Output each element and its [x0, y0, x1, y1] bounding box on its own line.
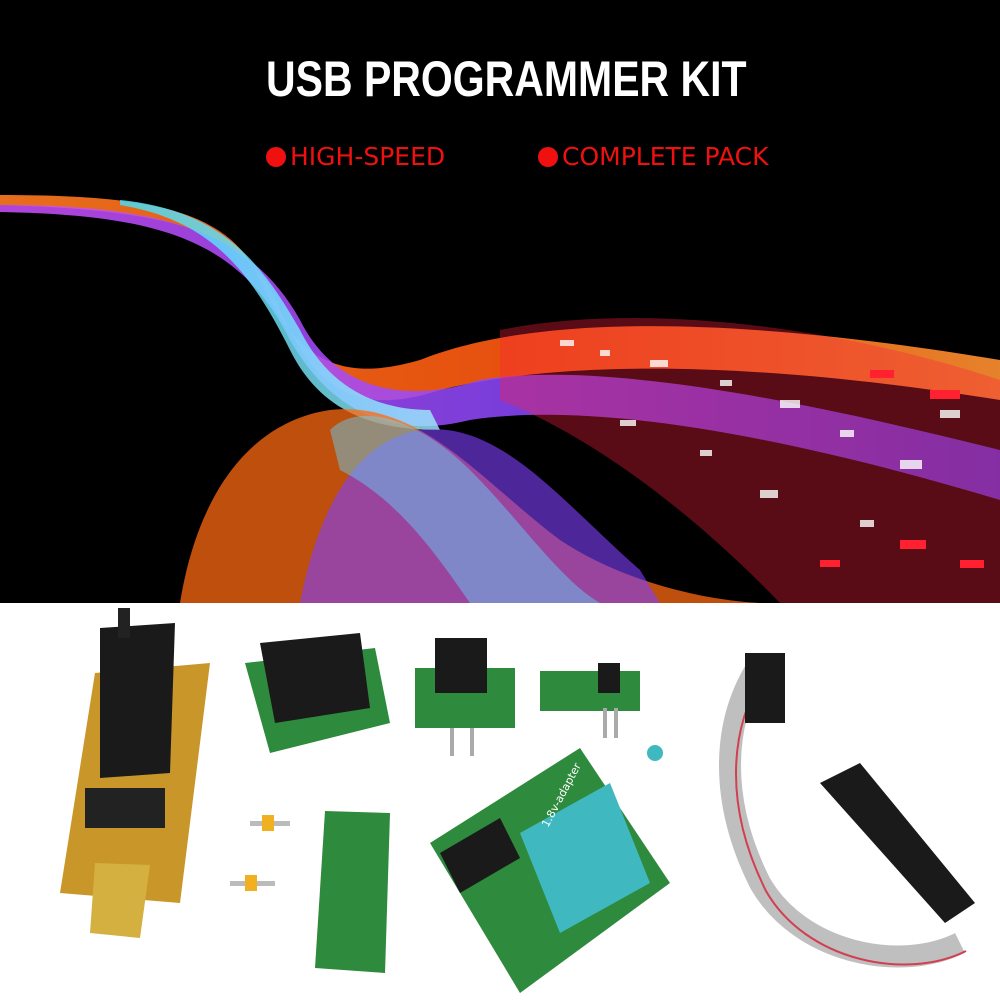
- feature-label: COMPLETE PACK: [562, 142, 769, 171]
- bullet-icon: [538, 146, 558, 167]
- usb-programmer-board: [60, 608, 210, 938]
- feature-label: HIGH-SPEED: [290, 142, 446, 171]
- pin-headers: [230, 815, 290, 891]
- feature-complete-pack: COMPLETE PACK: [538, 142, 769, 171]
- data-stream-illustration: [0, 195, 1000, 603]
- promo-banner: USB PROGRAMMER KIT HIGH-SPEED COMPLETE P…: [0, 0, 1000, 603]
- dip8-adapter-board: [540, 663, 640, 738]
- bullet-icon: [266, 146, 286, 167]
- 1.8v-adapter: 1.8v-adapter: [430, 745, 670, 993]
- product-photo: 1.8v-adapter: [0, 603, 1000, 1000]
- soic-clip-cable: [719, 653, 975, 968]
- feature-high-speed: HIGH-SPEED: [266, 142, 445, 171]
- banner-title: USB PROGRAMMER KIT: [265, 51, 747, 107]
- soic-adapter-pcb: [315, 811, 390, 973]
- kit-components-illustration: 1.8v-adapter: [60, 608, 975, 993]
- soic8-socket-adapter: [245, 633, 390, 753]
- sop8-adapter-board: [415, 638, 515, 756]
